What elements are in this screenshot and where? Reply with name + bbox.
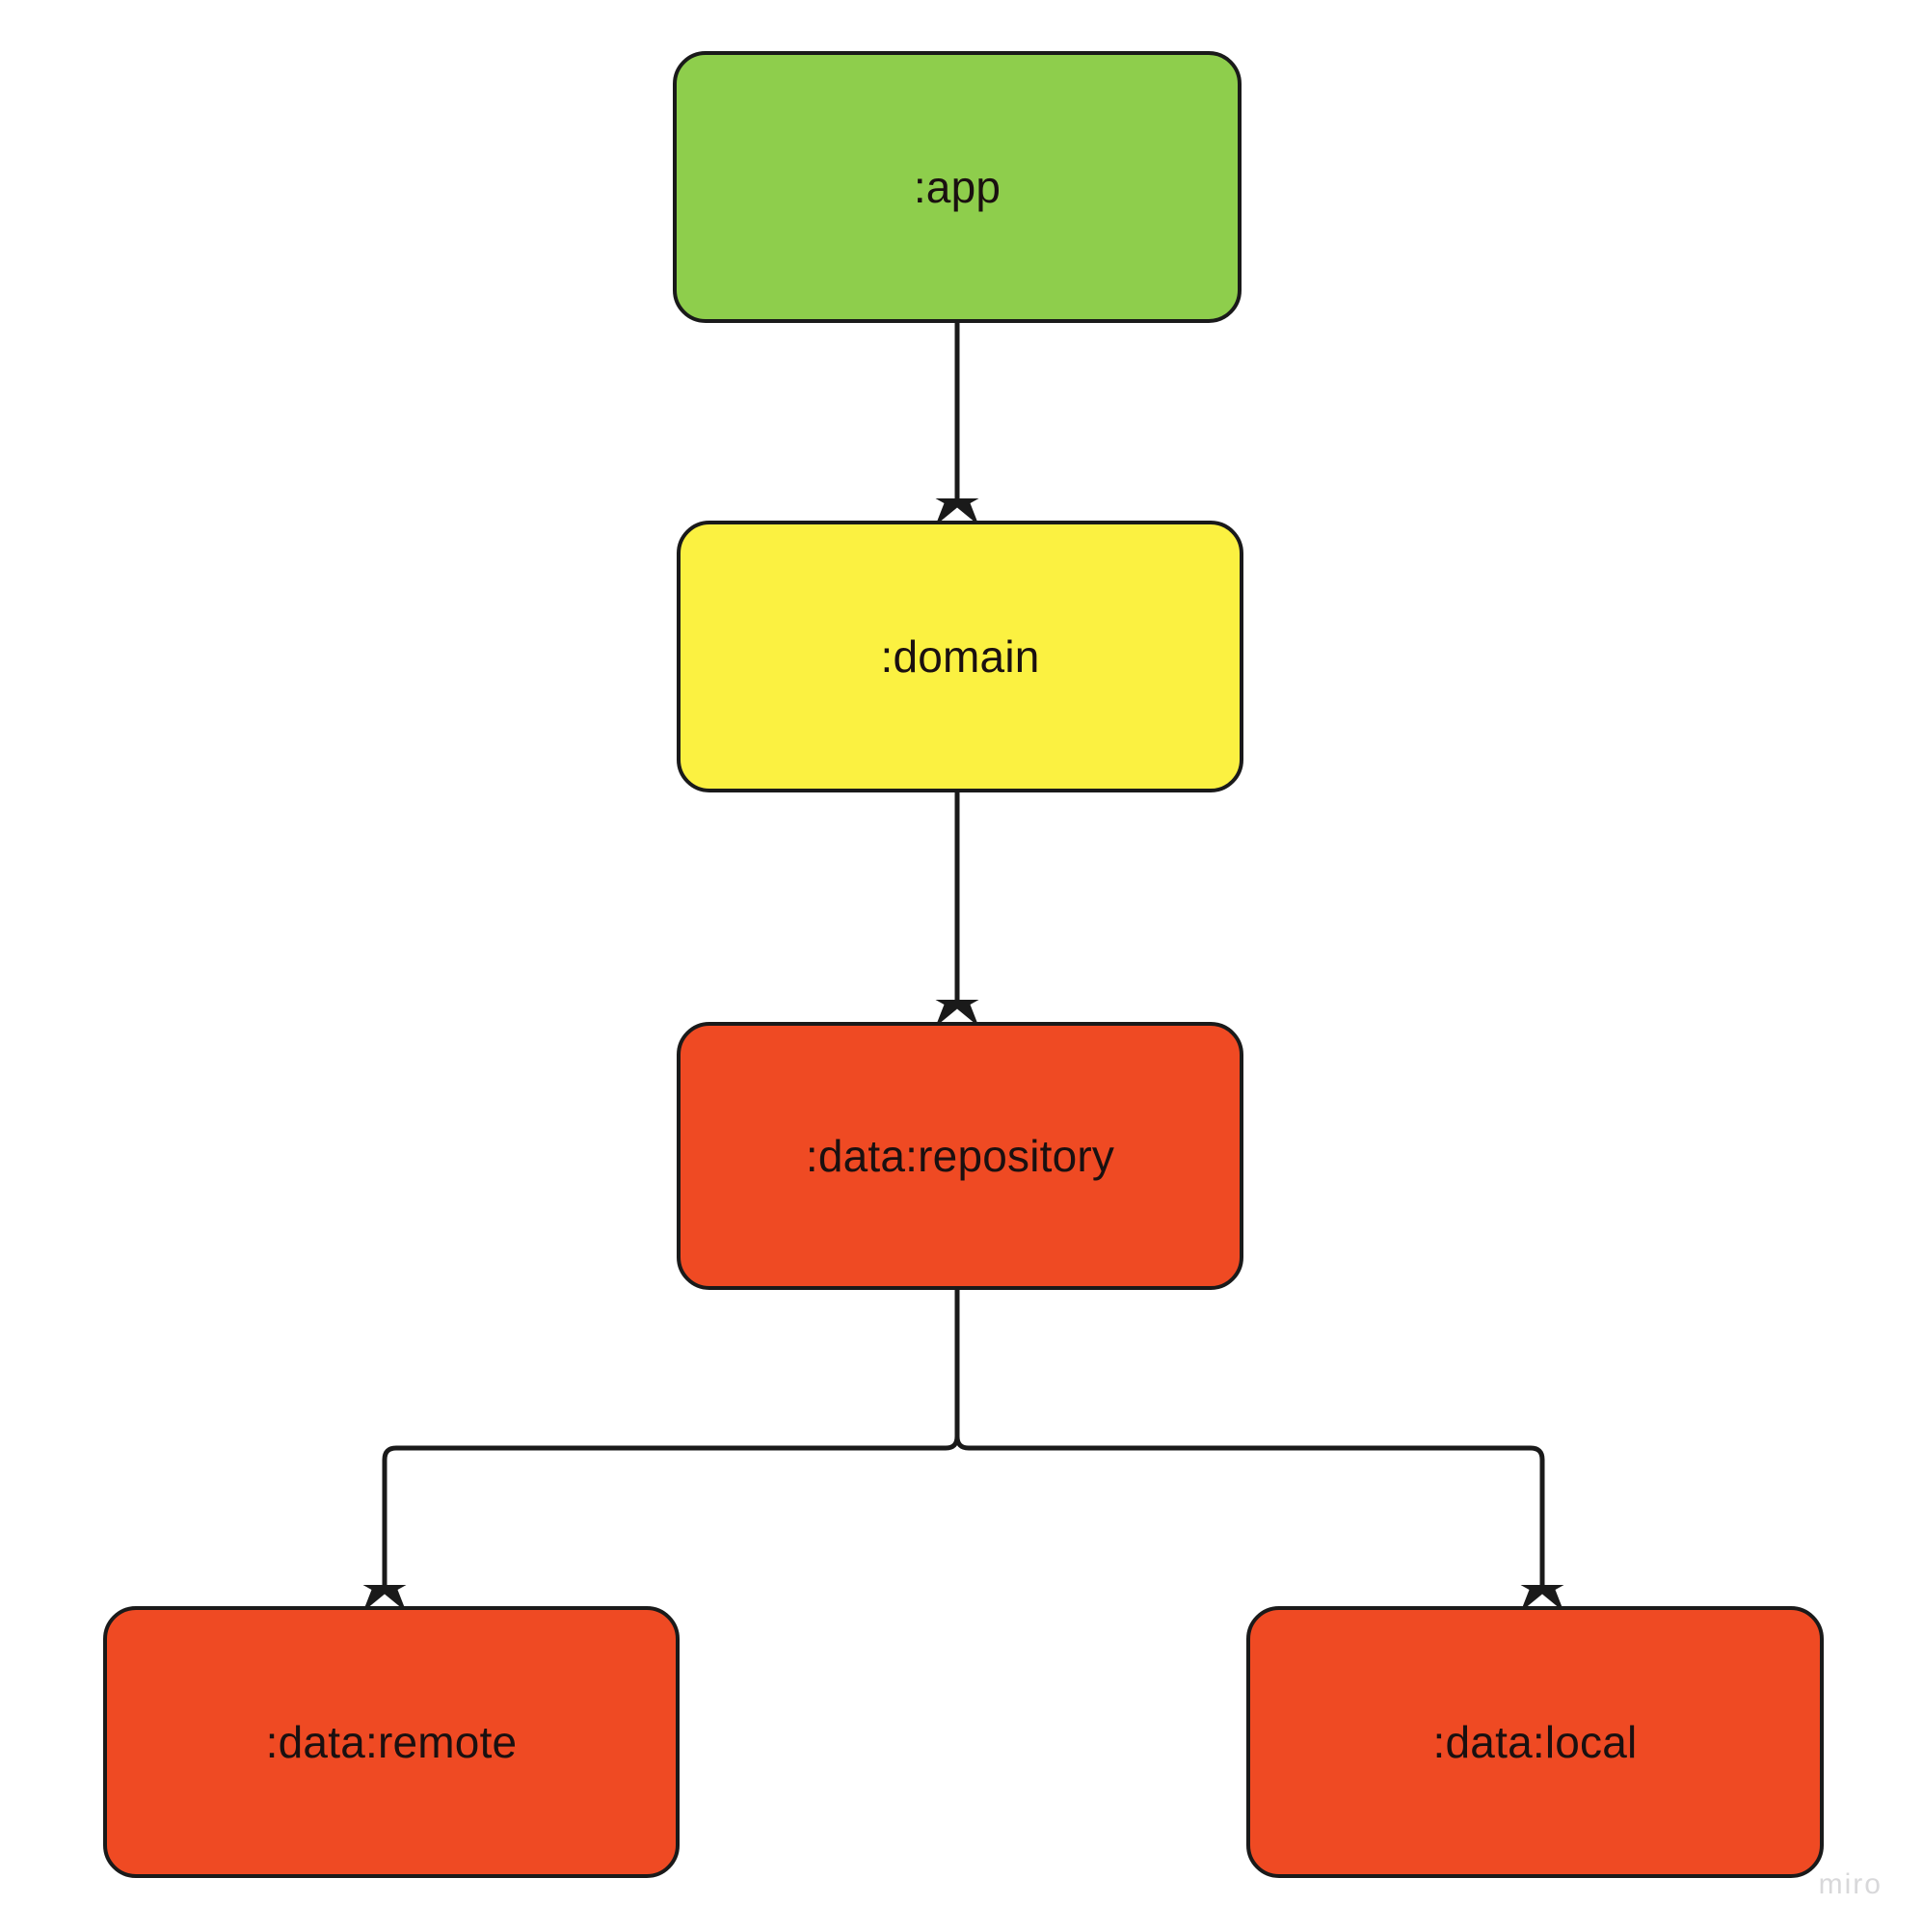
edge-data-repository-trunk-right (954, 1436, 970, 1451)
node-domain-label: :domain (880, 631, 1040, 682)
node-data-local-label: :data:local (1432, 1716, 1638, 1767)
miro-watermark: miro (1818, 1868, 1883, 1900)
node-data-repository-label: :data:repository (805, 1130, 1115, 1181)
node-app-label: :app (913, 161, 1002, 212)
edge-data-repository-to-data-remote (362, 1445, 946, 1612)
node-data-repository[interactable]: :data:repository (677, 1022, 1243, 1290)
node-data-local[interactable]: :data:local (1246, 1606, 1824, 1878)
node-data-remote[interactable]: :data:remote (103, 1606, 680, 1878)
node-data-remote-label: :data:remote (265, 1716, 518, 1767)
edge-data-repository-to-data-local (969, 1445, 1564, 1612)
node-app[interactable]: :app (673, 51, 1242, 323)
edge-data-repository-trunk (945, 1290, 960, 1451)
node-domain[interactable]: :domain (677, 521, 1243, 792)
